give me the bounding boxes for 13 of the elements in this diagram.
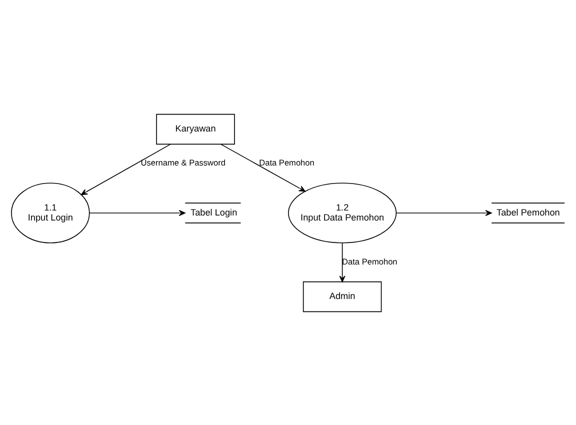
arrow (80, 143, 171, 195)
node-text: Tabel Login (190, 206, 238, 217)
arrow (220, 143, 306, 192)
node-ellipse: 1.2 Input Data Pemohon (288, 182, 397, 243)
arrow (89, 209, 186, 216)
arrow (396, 209, 492, 216)
arrow (339, 242, 346, 282)
node-box: Karyawan (156, 113, 235, 144)
edge-label: Data Pemohon (259, 157, 314, 168)
node-text: Tabel Pemohon (496, 206, 560, 217)
edge-label: Username & Password (140, 157, 226, 168)
edge-label: Data Pemohon (342, 256, 398, 266)
node-box: Admin (302, 280, 382, 312)
